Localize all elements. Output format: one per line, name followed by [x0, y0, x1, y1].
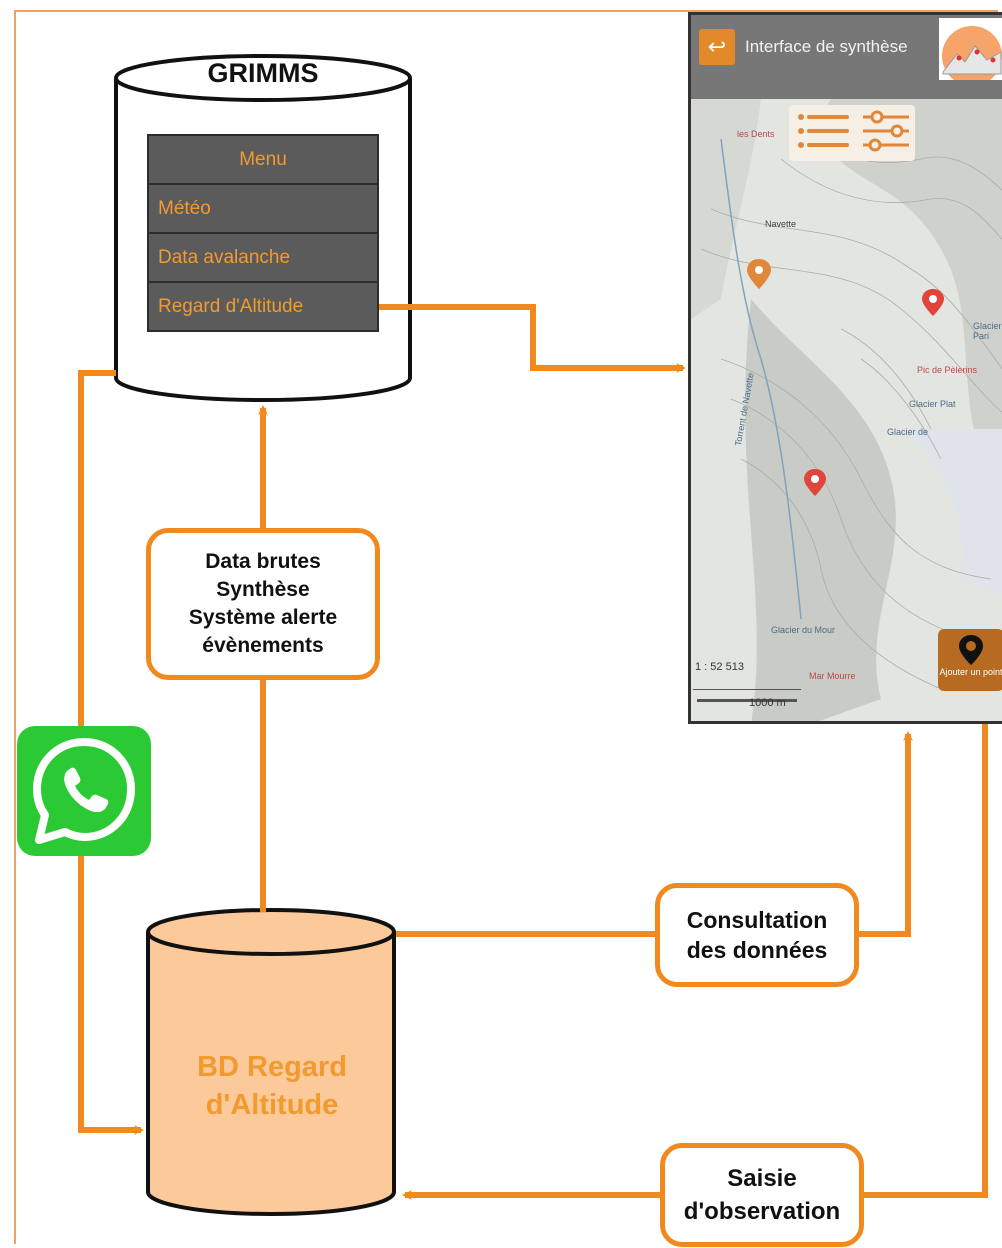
diagram-frame — [14, 10, 998, 1244]
map-scale: 1 : 52 513 — [695, 661, 744, 673]
list-icon[interactable] — [798, 114, 849, 148]
arrow-menu-to-app — [379, 304, 686, 373]
app-header: ↩ Interface de synthèse — [691, 15, 1002, 99]
app-screenshot: ↩ Interface de synthèse — [688, 12, 1002, 724]
menu-item-regard-altitude[interactable]: Regard d'Altitude — [147, 281, 379, 332]
saisie-label: Saisie d'observation — [660, 1143, 864, 1247]
filter-sliders-icon[interactable] — [863, 110, 909, 152]
map-label: Glacier Pari — [973, 321, 1002, 341]
map-pin-red[interactable] — [804, 469, 826, 496]
grimms-menu: Menu Météo Data avalanche Regard d'Altit… — [147, 134, 379, 332]
map-label: Glacier du Mour — [771, 625, 836, 635]
bd-regard-database — [146, 908, 396, 1216]
map-label: Mar Mourre — [809, 671, 856, 681]
add-point-button[interactable]: Ajouter un point — [938, 629, 1002, 691]
app-title: Interface de synthèse — [745, 37, 908, 56]
topographic-map[interactable] — [691, 99, 1002, 721]
map-scale-bar: 1000 m — [749, 697, 786, 709]
add-point-label: Ajouter un point — [939, 667, 1002, 677]
map-label: les Dents — [737, 129, 775, 139]
map-terrain — [691, 99, 1002, 721]
map-controls — [789, 105, 915, 161]
menu-item-data-avalanche[interactable]: Data avalanche — [147, 232, 379, 283]
arrow-saisie-to-bd — [405, 690, 988, 1195]
menu-header[interactable]: Menu — [147, 134, 379, 185]
map-label: Pic de Pèlerins — [917, 365, 978, 375]
map-pin-red[interactable] — [922, 289, 944, 316]
map-pin-orange[interactable] — [747, 259, 771, 289]
map-label: Glacier de — [887, 427, 929, 437]
back-arrow-icon[interactable]: ↩ — [699, 29, 735, 65]
grimms-title: GRIMMS — [207, 58, 319, 88]
map-label: Navette — [765, 219, 797, 229]
location-pin-icon — [959, 635, 983, 665]
arrow-consultation-to-app — [396, 734, 908, 937]
regard-altitude-logo — [939, 18, 1002, 86]
map-label: Glacier Plat — [909, 399, 956, 409]
menu-item-meteo[interactable]: Météo — [147, 183, 379, 234]
consultation-label: Consultation des données — [655, 883, 859, 987]
bd-regard-title: BD Regard d'Altitude — [197, 1051, 347, 1121]
data-flow-label: Data brutes Synthèse Système alerte évèn… — [146, 528, 380, 680]
whatsapp-icon — [17, 726, 151, 856]
